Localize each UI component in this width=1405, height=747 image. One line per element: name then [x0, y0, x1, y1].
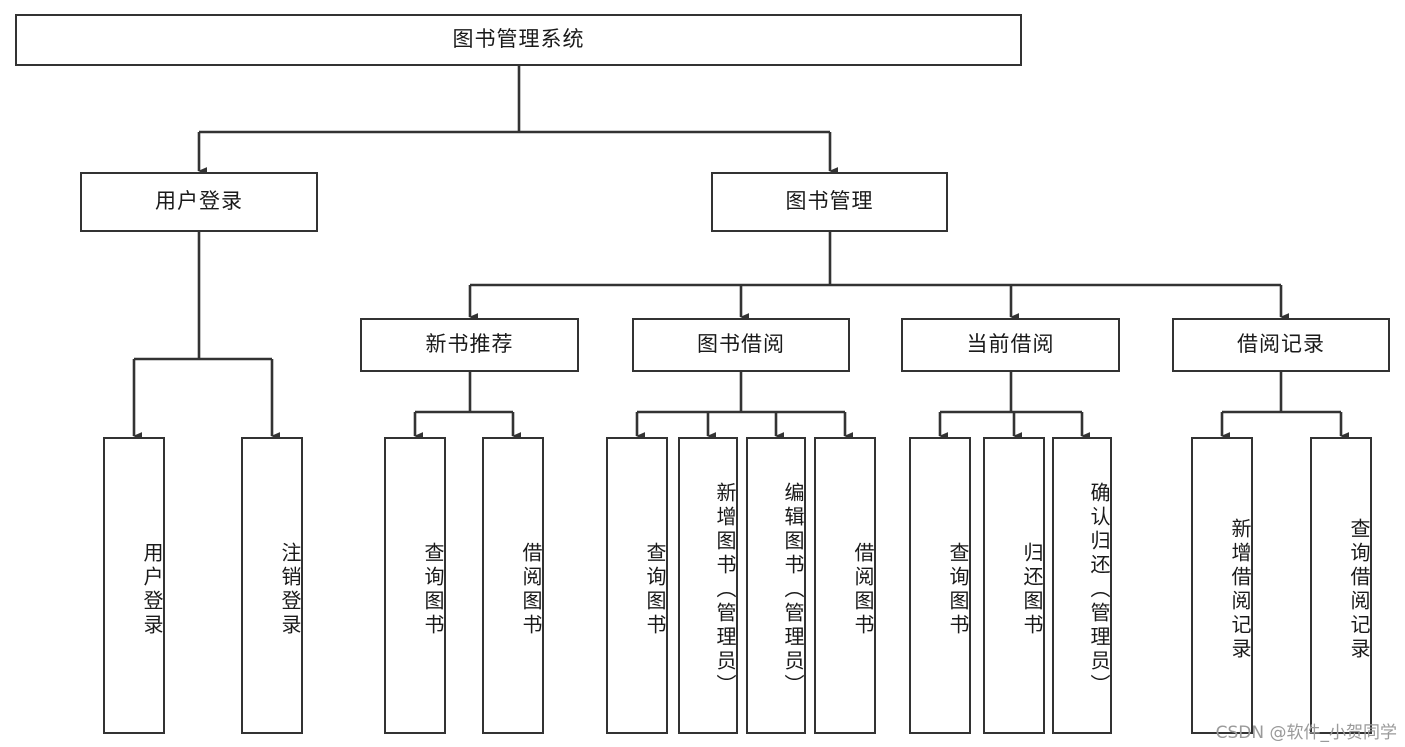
node-leaf-borrow-book-2[interactable]: 借阅图书 [814, 437, 876, 734]
node-user-login[interactable]: 用户登录 [80, 172, 318, 232]
node-leaf-add-book[interactable]: 新增图书（管理员） [678, 437, 738, 734]
node-leaf-user-login[interactable]: 用户登录 [103, 437, 165, 734]
node-leaf-query-record[interactable]: 查询借阅记录 [1310, 437, 1372, 734]
node-label: 图书管理系统 [452, 27, 585, 52]
node-new-book-rec[interactable]: 新书推荐 [360, 318, 579, 372]
node-root[interactable]: 图书管理系统 [15, 14, 1022, 66]
node-book-manage[interactable]: 图书管理 [711, 172, 948, 232]
node-label: 当前借阅 [966, 332, 1055, 357]
node-label: 图书管理 [785, 189, 874, 214]
node-label: 查询图书 [421, 541, 445, 638]
node-label: 用户登录 [140, 541, 164, 638]
node-label: 确认归还（管理员） [1087, 481, 1111, 698]
node-leaf-user-logout[interactable]: 注销登录 [241, 437, 303, 734]
node-label: 新增图书（管理员） [713, 481, 737, 698]
node-label: 查询图书 [643, 541, 667, 638]
node-label: 编辑图书（管理员） [781, 481, 805, 698]
node-label: 图书借阅 [697, 332, 785, 357]
node-label: 借阅图书 [519, 541, 543, 638]
node-label: 借阅记录 [1237, 332, 1325, 357]
node-leaf-confirm-return[interactable]: 确认归还（管理员） [1052, 437, 1112, 734]
node-label: 新增借阅记录 [1228, 517, 1252, 662]
node-label: 查询借阅记录 [1347, 517, 1371, 662]
node-borrow-record[interactable]: 借阅记录 [1172, 318, 1390, 372]
node-leaf-edit-book[interactable]: 编辑图书（管理员） [746, 437, 806, 734]
node-leaf-query-book-1[interactable]: 查询图书 [384, 437, 446, 734]
node-label: 归还图书 [1020, 541, 1044, 638]
node-label: 借阅图书 [851, 541, 875, 638]
node-leaf-query-book-2[interactable]: 查询图书 [606, 437, 668, 734]
node-label: 用户登录 [155, 189, 243, 214]
node-leaf-borrow-book-1[interactable]: 借阅图书 [482, 437, 544, 734]
node-label: 注销登录 [278, 541, 302, 638]
node-label: 新书推荐 [425, 332, 514, 357]
node-leaf-add-record[interactable]: 新增借阅记录 [1191, 437, 1253, 734]
node-label: 查询图书 [946, 541, 970, 638]
node-current-borrow[interactable]: 当前借阅 [901, 318, 1120, 372]
node-leaf-return-book[interactable]: 归还图书 [983, 437, 1045, 734]
node-book-borrow[interactable]: 图书借阅 [632, 318, 850, 372]
node-leaf-query-book-3[interactable]: 查询图书 [909, 437, 971, 734]
